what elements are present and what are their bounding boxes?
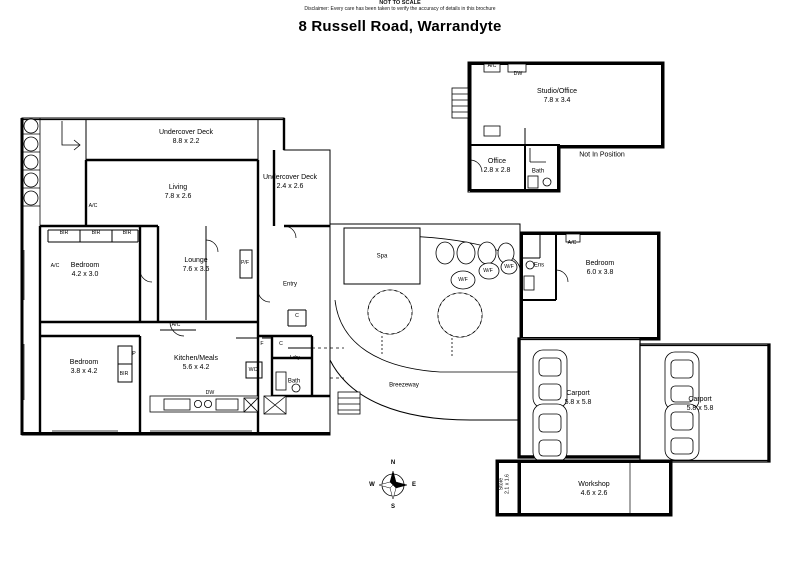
compass-west: W [369, 482, 375, 488]
fireplace [239, 249, 253, 279]
bathroom-fixtures [275, 371, 301, 393]
compass-rose: N E S W [369, 460, 417, 510]
spa [343, 227, 421, 285]
store-outline [495, 459, 519, 517]
stairs-breezeway [337, 391, 361, 415]
studio-fixtures [451, 63, 552, 189]
compass-north: N [390, 460, 396, 466]
entry-arrow-top [61, 121, 81, 151]
studio-office-outline [467, 61, 665, 193]
disclaimer-text: Disclaimer: Every care has been taken to… [304, 6, 496, 12]
main-house-outline [20, 117, 331, 436]
not-to-scale-note: NOT TO SCALE [379, 0, 421, 6]
kitchen-fixtures [149, 395, 287, 415]
undercover-deck-walls [84, 119, 260, 226]
ensuite-fixtures [523, 233, 581, 291]
deck-rail [22, 118, 41, 226]
breezeway-dashed [312, 347, 344, 379]
bedroom-wing-outline [519, 231, 661, 341]
thin-walls [47, 226, 312, 383]
garden-beds [367, 241, 518, 358]
compass-east: E [411, 482, 417, 488]
carport-right-outline [639, 343, 771, 463]
door-swings [139, 159, 569, 337]
studio-windows [580, 63, 665, 130]
compass-south: S [390, 504, 396, 510]
car-icons [532, 349, 700, 463]
page-title: 8 Russell Road, Warrandyte [298, 18, 502, 35]
workshop-outline [517, 459, 673, 517]
